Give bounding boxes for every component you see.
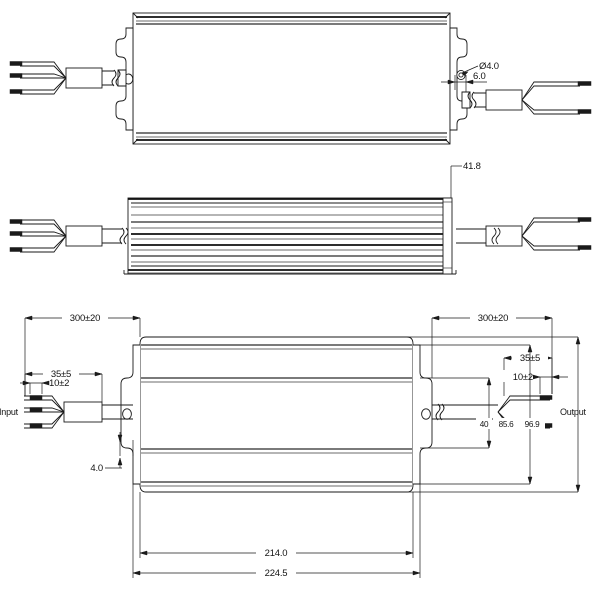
top-view-body: [132, 12, 451, 145]
output-tip-length-text: 10±2: [513, 372, 533, 383]
bottom-view: Input Output 300±20: [0, 311, 587, 579]
output-label-text: Output: [560, 407, 587, 417]
output-wire-tip-2: [577, 109, 592, 114]
top-view: Ø4.0 6.0: [9, 12, 592, 145]
side-view-input-cable: [9, 219, 129, 253]
bottom-view-body: [139, 336, 414, 493]
body-width-text: 85.6: [499, 420, 514, 429]
side-view: 41.8: [9, 161, 592, 275]
overall-height-text: 41.8: [463, 161, 481, 172]
dim-output-tip-length: 10±2: [497, 370, 568, 394]
output-wire-tip-1: [577, 81, 592, 86]
hole-diameter-text: Ø4.0: [479, 61, 499, 72]
dim-overall-length: 224.5: [132, 484, 421, 579]
overall-width-text: 96.9: [525, 420, 540, 429]
bottom-view-input-cable: Input: [0, 395, 133, 429]
side-view-output-cable: [456, 217, 592, 251]
callout-overall-height: 41.8: [450, 161, 481, 198]
body-length-text: 214.0: [265, 548, 288, 559]
dim-input-strip-length: 35±5: [24, 367, 103, 402]
top-view-input-cable: [9, 61, 127, 95]
input-strip-length-text: 35±5: [51, 369, 71, 380]
dim-bracket-thickness: 4.0: [90, 432, 134, 474]
dim-overall-width: 96.9: [400, 336, 581, 493]
side-view-body: [123, 197, 457, 275]
bottom-view-right-bracket: [413, 344, 433, 485]
gland-offset-text: 6.0: [473, 71, 486, 82]
dim-inner-width: 40: [420, 377, 492, 449]
bracket-thickness-text: 4.0: [90, 463, 103, 474]
input-label-text: Input: [0, 407, 19, 417]
top-view-output-cable: [456, 69, 592, 115]
input-wire-tip-3: [9, 89, 23, 94]
callout-hole-diameter: Ø4.0: [461, 61, 499, 76]
dim-input-cable-length: 300±20: [24, 311, 141, 396]
mounting-hole-bottom-right: [421, 408, 431, 420]
input-wire-tip-2: [9, 73, 23, 78]
mounting-hole-bottom-left: [122, 408, 132, 420]
dim-output-cable-length: 300±20: [431, 311, 553, 394]
inner-width-text: 40: [480, 420, 489, 429]
input-tip-length-text: 10±2: [49, 378, 69, 389]
dim-body-width: 85.6: [420, 344, 533, 485]
dim-body-length: 214.0: [139, 492, 414, 559]
bottom-view-left-bracket: [120, 344, 140, 485]
output-cable-length-text: 300±20: [478, 313, 508, 324]
dim-input-tip-length: 10±2: [20, 378, 69, 394]
input-cable-length-text: 300±20: [70, 313, 100, 324]
overall-length-text: 224.5: [265, 568, 288, 579]
input-wire-tip-1: [9, 61, 23, 66]
callout-gland-offset: 6.0: [441, 71, 487, 92]
